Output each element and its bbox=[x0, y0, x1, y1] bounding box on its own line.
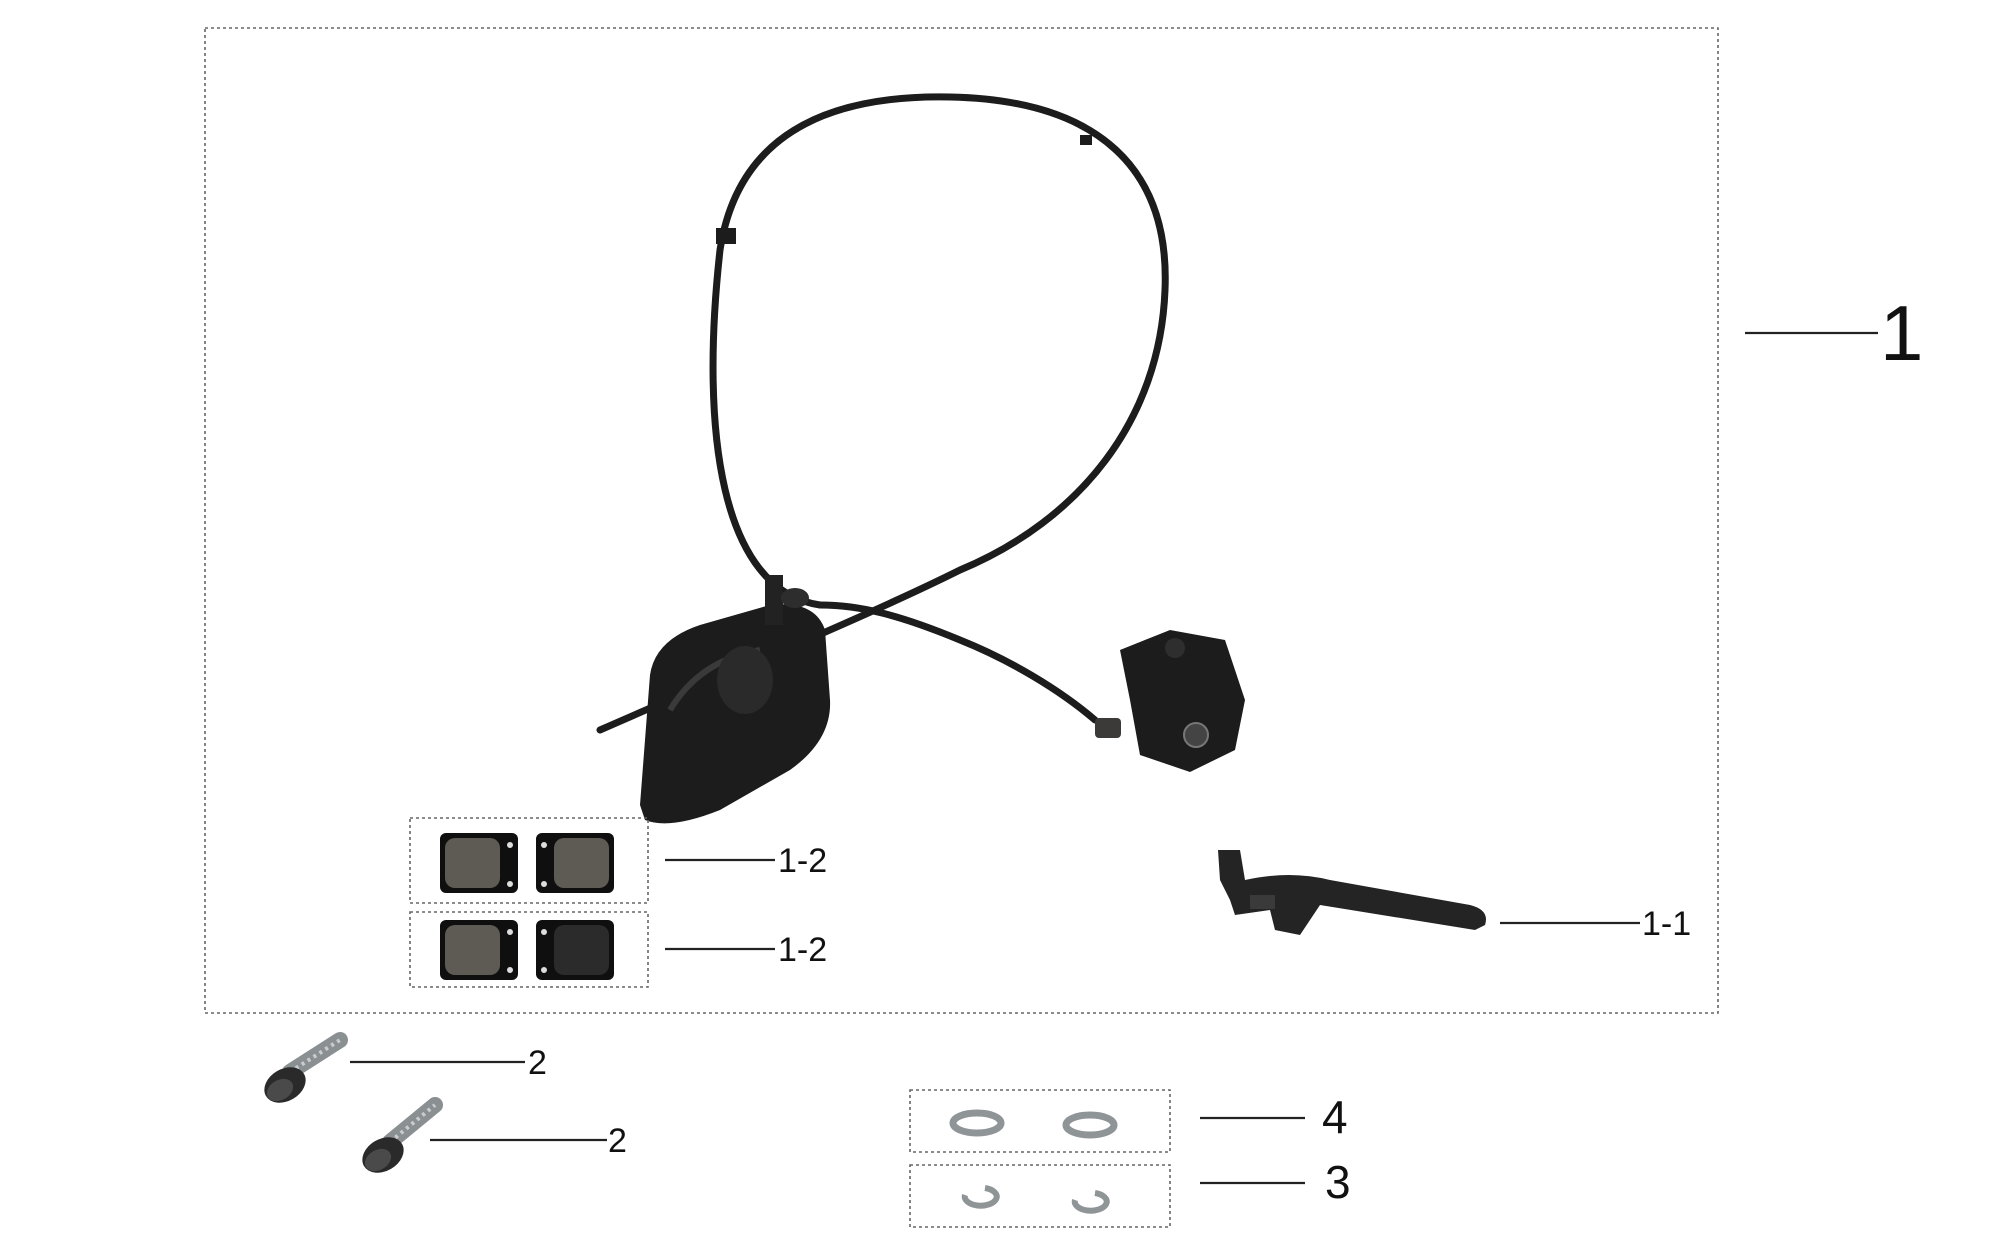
callout-label-1-2-top: 1-2 bbox=[778, 842, 827, 880]
callout-label-2-top: 2 bbox=[528, 1044, 547, 1082]
master-cylinder-icon bbox=[1095, 630, 1245, 772]
spring-washers-frame bbox=[909, 1164, 1171, 1228]
bolt-icon bbox=[264, 1032, 348, 1103]
brake-hose-icon bbox=[596, 93, 1169, 734]
brake-pad-icon bbox=[440, 833, 614, 893]
brake-pad-icon bbox=[440, 920, 614, 980]
callout-label-1-1: 1-1 bbox=[1642, 905, 1691, 943]
flat-washers-frame bbox=[909, 1089, 1171, 1153]
callout-label-1-2-bottom: 1-2 bbox=[778, 931, 827, 969]
callout-label-4: 4 bbox=[1322, 1091, 1348, 1143]
pads-bottom-frame bbox=[409, 911, 649, 988]
flat-washer-icon bbox=[949, 1109, 1118, 1139]
brake-caliper-icon bbox=[640, 575, 831, 824]
callout-label-2-bottom: 2 bbox=[608, 1122, 627, 1160]
bolt-icon bbox=[362, 1097, 443, 1173]
spring-washer-icon bbox=[961, 1185, 1110, 1214]
callout-label-1: 1 bbox=[1880, 289, 1923, 377]
kit-frame bbox=[204, 27, 1719, 1014]
brake-lever-icon bbox=[1218, 850, 1486, 935]
callout-label-3: 3 bbox=[1325, 1156, 1351, 1208]
